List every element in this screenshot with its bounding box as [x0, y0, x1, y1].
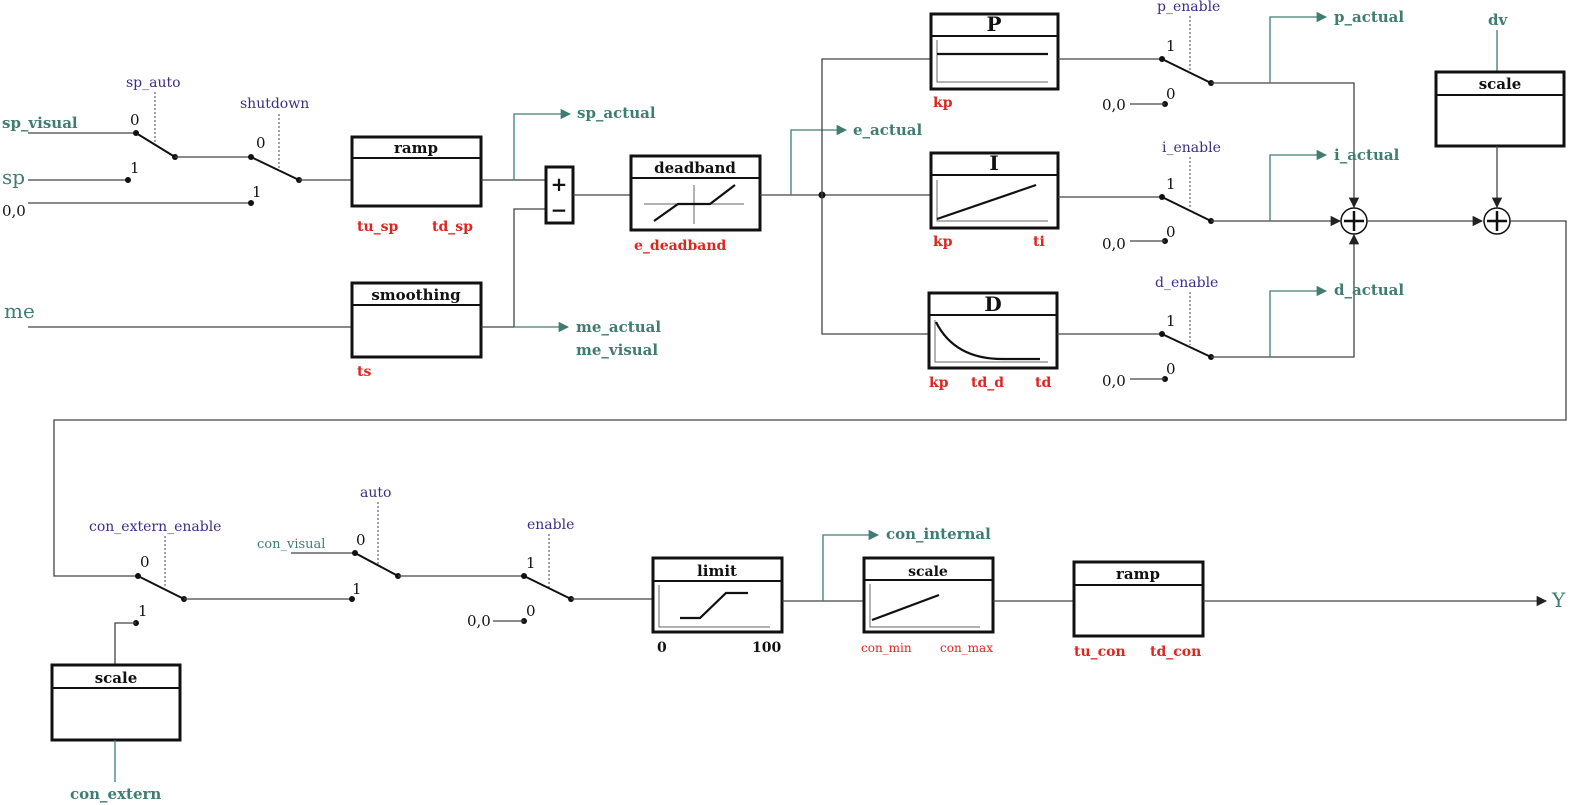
scale-out-title: scale	[908, 564, 948, 580]
y-output-label: Y	[1551, 588, 1566, 612]
svg-text:1: 1	[1166, 312, 1176, 330]
kp-d-param: kp	[929, 375, 949, 391]
limit-block: limit 0 100	[651, 556, 784, 656]
svg-text:1: 1	[1166, 37, 1176, 55]
d-actual-label: d_actual	[1334, 281, 1404, 299]
sum-minus-sign: −	[551, 198, 568, 222]
sp-auto-switch: sp_auto 0 1	[125, 75, 181, 183]
td-con-param: td_con	[1150, 644, 1201, 660]
d-enable-label: d_enable	[1155, 275, 1218, 291]
shutdown-switch: shutdown 0 1	[240, 96, 309, 206]
d-enable-switch: d_enable 1 0 0,0	[1102, 275, 1218, 390]
zero-sp-label: 0,0	[2, 202, 26, 220]
ramp-sp-title: ramp	[394, 139, 438, 157]
p-block: P kp	[929, 12, 1060, 111]
input-labels: sp_visual sp 0,0 me	[2, 114, 78, 323]
svg-text:0: 0	[526, 602, 536, 620]
scale-dv-block: scale	[1434, 70, 1566, 148]
ramp-sp-block: ramp tu_sp td_sp	[350, 135, 483, 235]
svg-text:1: 1	[252, 183, 262, 201]
i-block: I kp ti	[929, 151, 1060, 250]
svg-text:1: 1	[352, 580, 362, 598]
smoothing-title: smoothing	[371, 286, 461, 304]
enable-switch: enable 1 0 0,0	[467, 517, 574, 630]
svg-text:0: 0	[256, 134, 266, 152]
con-max-param: con_max	[940, 641, 993, 655]
svg-text:1: 1	[138, 602, 148, 620]
ramp-out-block: ramp tu_con td_con	[1072, 560, 1205, 660]
svg-text:0: 0	[1166, 85, 1176, 103]
shutdown-label: shutdown	[240, 96, 309, 112]
deadband-block: deadband e_deadband	[629, 154, 762, 254]
limit-max-label: 100	[752, 640, 781, 656]
svg-text:0: 0	[1166, 360, 1176, 378]
ramp-out-title: ramp	[1116, 565, 1160, 583]
td-d-param: td_d	[971, 375, 1004, 391]
limit-title: limit	[697, 562, 737, 580]
svg-text:0: 0	[356, 531, 366, 549]
sum-junction-pid	[1340, 207, 1368, 235]
kp-i-param: kp	[933, 234, 953, 250]
ti-param: ti	[1033, 234, 1045, 250]
ts-param: ts	[357, 364, 371, 380]
e-actual-label: e_actual	[853, 121, 922, 139]
smoothing-block: smoothing ts	[350, 281, 483, 380]
me-actual-label: me_actual	[576, 318, 661, 336]
scale-con-extern-block: scale	[50, 663, 182, 742]
sum-block: + −	[544, 165, 575, 225]
p-enable-label: p_enable	[1157, 0, 1220, 15]
svg-text:1: 1	[1166, 175, 1176, 193]
i-actual-label: i_actual	[1334, 146, 1400, 164]
enable-label: enable	[527, 517, 574, 533]
p-enable-switch: p_enable 1 0 0,0	[1102, 0, 1220, 114]
tu-con-param: tu_con	[1074, 644, 1126, 660]
svg-text:0: 0	[140, 553, 150, 571]
con-extern-enable-label: con_extern_enable	[89, 519, 221, 535]
con-min-param: con_min	[861, 641, 912, 655]
sp-auto-label: sp_auto	[126, 75, 181, 91]
svg-text:1: 1	[526, 554, 536, 572]
td-sp-param: td_sp	[432, 219, 473, 235]
feedback-wire	[53, 220, 1567, 577]
scale-out-block: scale con_min con_max	[861, 556, 995, 655]
scale-con-extern-title: scale	[95, 669, 138, 687]
dv-label: dv	[1488, 11, 1508, 29]
con-visual-label: con_visual	[257, 537, 325, 552]
sp-actual-label: sp_actual	[577, 104, 656, 122]
e-deadband-param: e_deadband	[634, 238, 727, 254]
sum-plus-sign: +	[551, 172, 568, 196]
auto-switch: auto 0 1	[349, 485, 401, 602]
con-internal-label: con_internal	[886, 525, 991, 543]
sp-visual-label: sp_visual	[2, 114, 78, 132]
tu-sp-param: tu_sp	[357, 219, 399, 235]
con-extern-label: con_extern	[70, 785, 161, 803]
kp-p-param: kp	[933, 95, 953, 111]
deadband-title: deadband	[654, 159, 736, 177]
svg-text:1: 1	[130, 159, 140, 177]
p-actual-label: p_actual	[1334, 8, 1404, 26]
svg-text:0,0: 0,0	[467, 612, 491, 630]
i-enable-label: i_enable	[1162, 140, 1221, 156]
me-visual-label: me_visual	[576, 341, 658, 359]
d-block: D kp td_d td	[927, 291, 1059, 391]
limit-min-label: 0	[657, 640, 667, 656]
svg-text:0,0: 0,0	[1102, 372, 1126, 390]
p-title: P	[986, 12, 1001, 36]
me-label: me	[4, 299, 35, 323]
auto-label: auto	[360, 485, 391, 501]
i-title: I	[989, 151, 998, 175]
con-extern-enable-switch: con_extern_enable 0 1	[89, 519, 221, 626]
d-title: D	[984, 292, 1001, 316]
td-param: td	[1035, 375, 1051, 391]
i-enable-switch: i_enable 1 0 0,0	[1102, 140, 1221, 253]
svg-text:0: 0	[1166, 223, 1176, 241]
svg-text:0,0: 0,0	[1102, 235, 1126, 253]
svg-text:0,0: 0,0	[1102, 96, 1126, 114]
sp-label: sp	[2, 165, 25, 189]
sum-junction-dv	[1483, 207, 1511, 235]
svg-text:0: 0	[130, 111, 140, 129]
scale-dv-title: scale	[1479, 75, 1522, 93]
